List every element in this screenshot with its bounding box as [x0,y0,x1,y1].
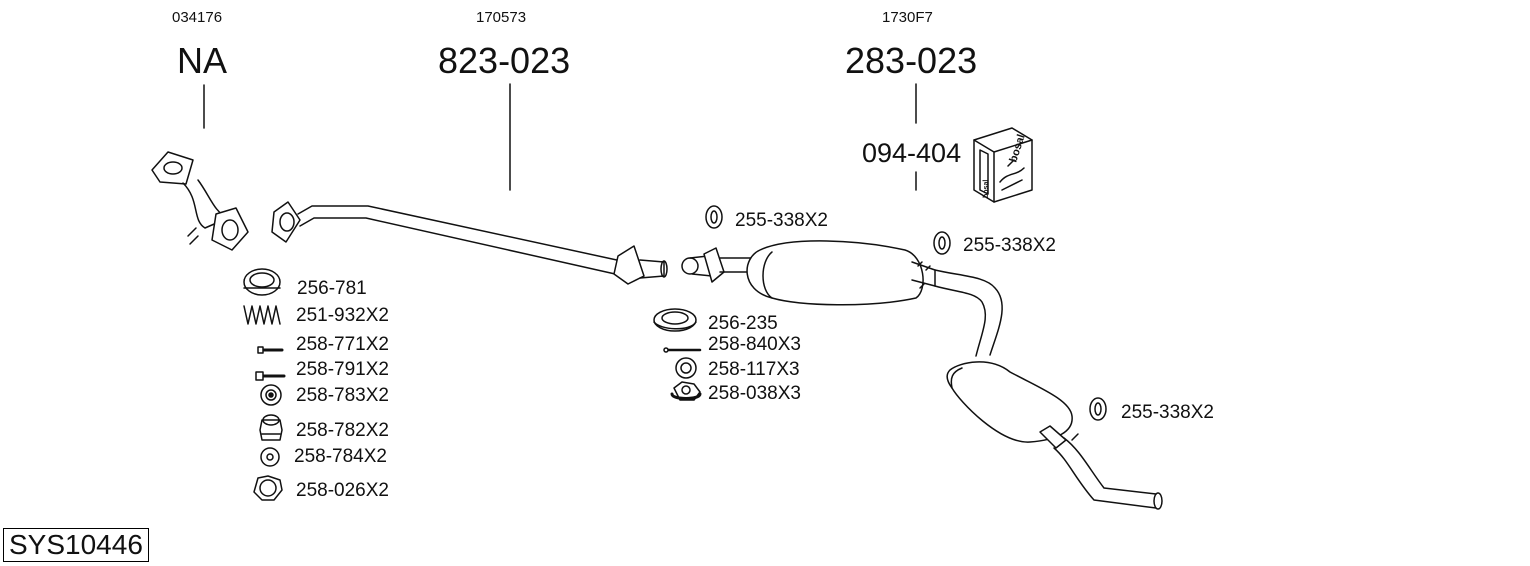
nut-258-038-icon [670,381,702,401]
part-label-left-2: 251-932X2 [296,305,389,326]
gasket-label-2: 255-338X2 [963,235,1056,256]
part-label-mid-2: 258-840X3 [708,334,801,355]
part-label-mid-1: 256-235 [708,313,778,334]
front-pipe [151,151,249,251]
part-label-left-1: 256-781 [297,278,367,299]
part-number-283-023: 283-023 [845,40,978,81]
gasket-label-3: 255-338X2 [1121,402,1214,423]
bolt-258-791-icon [255,371,286,381]
part-label-mid-4: 258-038X3 [708,383,801,404]
group-ref-1: 034176 [172,9,223,26]
part-label-left-7: 258-784X2 [294,446,387,467]
part-number-na: NA [177,40,228,81]
nut-258-783-icon [260,384,282,406]
part-label-mid-3: 258-117X3 [708,359,800,380]
bolt-258-840-icon [663,347,702,353]
part-label-left-4: 258-791X2 [296,359,389,380]
washer-258-784-icon [260,447,280,467]
gasket-label-1: 255-338X2 [735,210,828,231]
bosal-box-icon [973,127,1033,203]
middle-pipe [271,201,668,285]
group-ref-2: 170573 [476,9,527,26]
gasket-256-781-icon [243,268,281,296]
part-label-left-5: 258-783X2 [296,385,389,406]
rear-muffler [946,361,1163,510]
system-id: SYS10446 [9,529,143,560]
bosal-logo-side: bosal [983,180,990,198]
group-ref-3: 1730F7 [882,9,933,26]
hanger-ring-3-icon [1089,397,1107,421]
system-id-box: SYS10446 [3,528,149,563]
part-label-left-6: 258-782X2 [296,420,389,441]
part-number-823-023: 823-023 [438,40,571,81]
nut-258-782-icon [259,414,283,441]
part-number-094-404: 094-404 [862,138,962,168]
spring-icon [243,305,281,325]
nut-258-026-icon [253,475,283,501]
hanger-ring-2-icon [933,231,951,255]
center-muffler [681,240,1003,357]
washer-258-117-icon [675,357,697,379]
bolt-258-771-icon [257,346,284,354]
gasket-256-235-icon [653,308,697,332]
hanger-ring-1-icon [705,205,723,229]
part-label-left-3: 258-771X2 [296,334,389,355]
part-label-left-8: 258-026X2 [296,480,389,501]
